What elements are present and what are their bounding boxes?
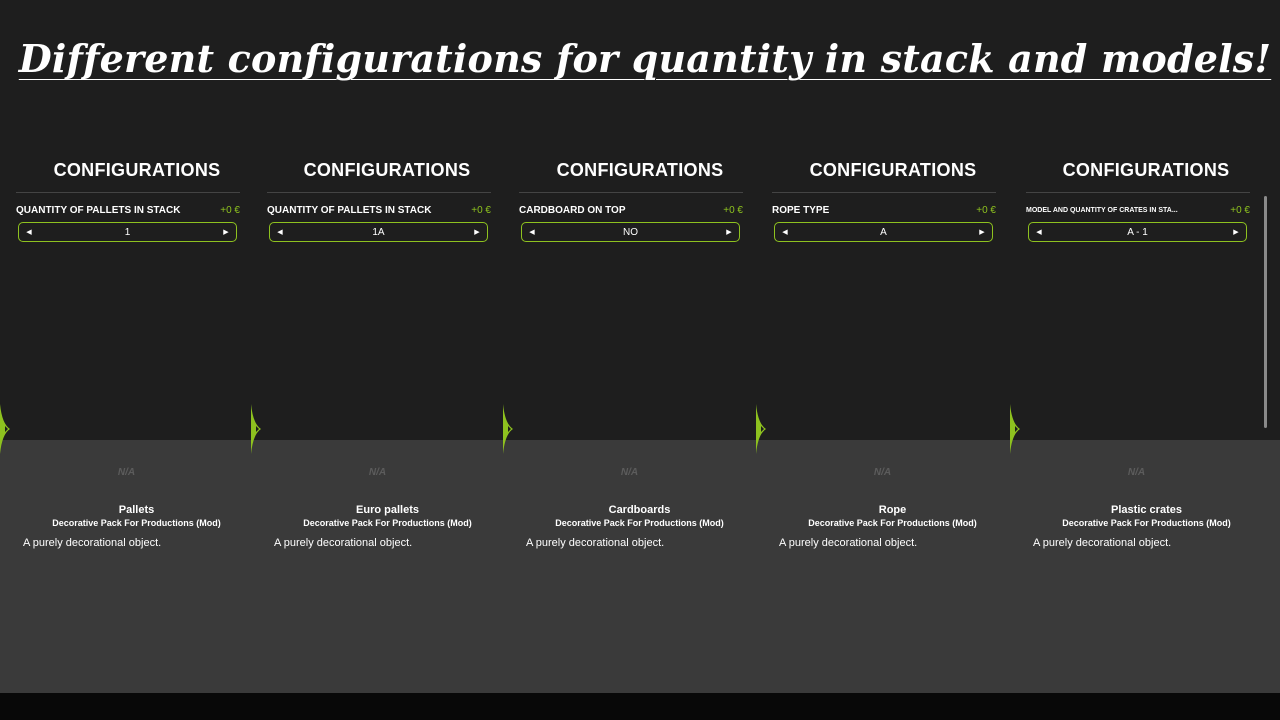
configurations-title: CONFIGURATIONS [809,160,977,180]
item-name: Rope [878,504,907,516]
option-price: +0 € [723,205,743,216]
option-price: +0 € [220,205,240,216]
config-column-cardboards: CONFIGURATIONS CARDBOARD ON TOP +0 € ◀ N… [503,0,756,693]
item-name: Pallets [118,504,155,516]
item-pack: Decorative Pack For Productions (Mod) [1062,518,1231,528]
scrollbar[interactable] [1264,196,1267,428]
option-selector[interactable]: ◀ A ▶ [774,222,993,242]
option-price: +0 € [471,205,491,216]
item-description: A purely decorational object. [274,537,413,549]
arrow-right-icon[interactable]: ▶ [474,229,480,236]
na-label: N/A [620,467,639,478]
na-label: N/A [117,467,136,478]
divider [267,192,491,193]
item-description: A purely decorational object. [1033,537,1172,549]
option-selector[interactable]: ◀ 1A ▶ [269,222,488,242]
arrow-left-icon[interactable]: ◀ [277,229,283,236]
item-info-panel [0,440,1280,693]
option-value: 1 [124,226,131,238]
divider [16,192,240,193]
tab-marker-icon[interactable] [0,404,12,454]
arrow-right-icon[interactable]: ▶ [223,229,229,236]
divider [772,192,996,193]
item-name: Euro pallets [356,504,419,516]
option-value: A [880,226,887,238]
item-description: A purely decorational object. [526,537,665,549]
item-description: A purely decorational object. [779,537,918,549]
arrow-left-icon[interactable]: ◀ [26,229,32,236]
option-value: 1A [372,226,385,238]
divider [1026,192,1250,193]
item-pack: Decorative Pack For Productions (Mod) [303,518,472,528]
arrow-right-icon[interactable]: ▶ [726,229,732,236]
divider [519,192,743,193]
config-column-pallets: CONFIGURATIONS QUANTITY OF PALLETS IN ST… [0,0,253,693]
arrow-left-icon[interactable]: ◀ [782,229,788,236]
config-column-euro-pallets: CONFIGURATIONS QUANTITY OF PALLETS IN ST… [251,0,504,693]
arrow-left-icon[interactable]: ◀ [529,229,535,236]
option-label: MODEL AND QUANTITY OF CRATES IN STA... [1026,207,1178,214]
configurations-title: CONFIGURATIONS [1062,160,1230,180]
item-pack: Decorative Pack For Productions (Mod) [555,518,724,528]
option-value: NO [623,226,638,238]
footer-strip [0,693,1280,720]
arrow-left-icon[interactable]: ◀ [1036,229,1042,236]
option-label: QUANTITY OF PALLETS IN STACK [267,205,432,216]
tab-marker-icon[interactable] [503,404,515,454]
arrow-right-icon[interactable]: ▶ [979,229,985,236]
option-value: A - 1 [1127,226,1148,238]
option-label: ROPE TYPE [772,205,830,216]
option-label: QUANTITY OF PALLETS IN STACK [16,205,181,216]
na-label: N/A [1127,467,1146,478]
tab-marker-icon[interactable] [756,404,768,454]
configurations-panel [0,0,1280,440]
item-name: Cardboards [608,504,671,516]
option-label: CARDBOARD ON TOP [519,205,626,216]
option-selector[interactable]: ◀ 1 ▶ [18,222,237,242]
tab-marker-icon[interactable] [1010,404,1022,454]
item-description: A purely decorational object. [23,537,162,549]
item-name: Plastic crates [1111,504,1182,516]
option-price: +0 € [976,205,996,216]
option-price: +0 € [1230,205,1250,216]
na-label: N/A [873,467,892,478]
configurations-title: CONFIGURATIONS [53,160,221,180]
option-selector[interactable]: ◀ NO ▶ [521,222,740,242]
item-pack: Decorative Pack For Productions (Mod) [808,518,977,528]
option-selector[interactable]: ◀ A - 1 ▶ [1028,222,1247,242]
na-label: N/A [368,467,387,478]
headline: Different configurations for quantity in… [18,36,1272,81]
configurations-title: CONFIGURATIONS [303,160,471,180]
config-column-rope: CONFIGURATIONS ROPE TYPE +0 € ◀ A ▶ N/A … [756,0,1009,693]
configurations-title: CONFIGURATIONS [556,160,724,180]
item-pack: Decorative Pack For Productions (Mod) [52,518,221,528]
arrow-right-icon[interactable]: ▶ [1233,229,1239,236]
tab-marker-icon[interactable] [251,404,263,454]
config-column-plastic-crates: CONFIGURATIONS MODEL AND QUANTITY OF CRA… [1010,0,1263,693]
